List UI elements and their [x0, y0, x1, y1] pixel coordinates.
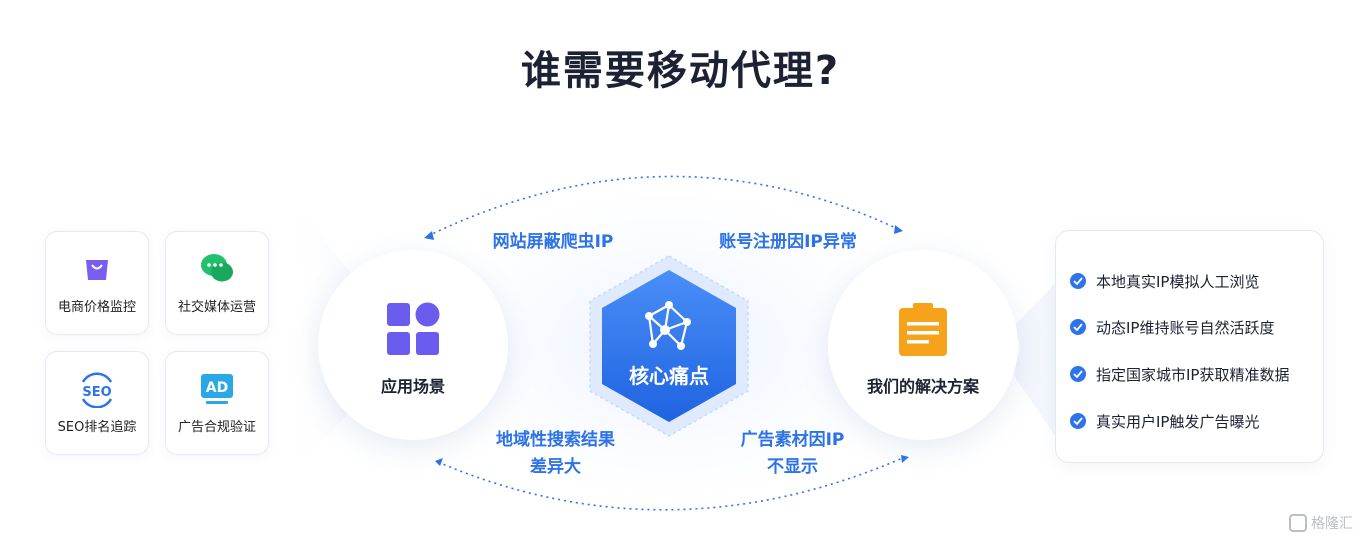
watermark-text: 格隆汇 [1311, 516, 1353, 532]
scenario-label: SEO排名追踪 [57, 420, 137, 435]
app-grid-icon [387, 302, 440, 355]
core-label: 核心痛点 [629, 364, 709, 388]
ad-icon: AD [201, 374, 233, 404]
solution-text: 动态IP维持账号自然活跃度 [1096, 318, 1275, 337]
pain-point-crawler-blocked: 网站屏蔽爬虫IP [492, 232, 614, 252]
scenario-card-seo[interactable]: SEO SEO排名追踪 [45, 351, 149, 455]
scenario-label: 广告合规验证 [177, 420, 256, 435]
scenario-label: 社交媒体运营 [177, 300, 256, 315]
watermark-logo-icon [1289, 514, 1307, 532]
hub-label: 我们的解决方案 [866, 377, 979, 396]
shopping-bag-icon [86, 260, 108, 280]
check-circle-icon [1070, 413, 1086, 429]
solution-text: 指定国家城市IP获取精准数据 [1096, 365, 1290, 384]
check-circle-icon [1070, 273, 1086, 289]
core-pain-hexagon[interactable]: 核心痛点 [588, 254, 750, 438]
pain-point-geo-search: 地域性搜索结果 差异大 [478, 427, 633, 481]
our-solutions-hub[interactable]: 我们的解决方案 [828, 250, 1018, 440]
ad-icon-text: AD [206, 380, 228, 396]
seo-icon-text: SEO [82, 385, 111, 400]
solution-item: 指定国家城市IP获取精准数据 [1070, 362, 1289, 386]
check-circle-icon [1070, 366, 1086, 382]
solution-text: 真实用户IP触发广告曝光 [1096, 412, 1260, 431]
clipboard-list-icon [899, 303, 947, 356]
network-nodes-icon [645, 301, 691, 350]
watermark: 格隆汇 [1289, 513, 1353, 533]
pain-point-ad-not-shown: 广告素材因IP 不显示 [720, 427, 865, 481]
scenario-card-social[interactable]: 社交媒体运营 [165, 231, 269, 335]
solution-text: 本地真实IP模拟人工浏览 [1096, 272, 1260, 291]
pain-point-line: 广告素材因IP [740, 430, 845, 450]
scenario-label: 电商价格监控 [57, 300, 136, 315]
pain-point-line: 差异大 [530, 457, 581, 477]
hexagon-shape [589, 255, 749, 437]
seo-icon: SEO [81, 372, 113, 408]
pain-point-line: 不显示 [767, 457, 818, 477]
hub-label: 应用场景 [380, 377, 445, 396]
application-scenarios-hub[interactable]: 应用场景 [318, 250, 508, 440]
page-title: 谁需要移动代理? [520, 48, 841, 94]
scenario-card-ecommerce[interactable]: 电商价格监控 [45, 231, 149, 335]
solutions-panel: 本地真实IP模拟人工浏览 动态IP维持账号自然活跃度 指定国家城市IP获取精准数… [1055, 230, 1324, 463]
solution-item: 真实用户IP触发广告曝光 [1070, 409, 1259, 433]
solution-item: 动态IP维持账号自然活跃度 [1070, 315, 1274, 339]
solution-item: 本地真实IP模拟人工浏览 [1070, 269, 1259, 293]
pain-point-line: 地域性搜索结果 [496, 430, 615, 450]
scenario-card-ad[interactable]: AD 广告合规验证 [165, 351, 269, 455]
wechat-chat-icon [201, 254, 233, 282]
pain-point-account-ip-abnormal: 账号注册因IP异常 [719, 232, 857, 252]
check-circle-icon [1070, 319, 1086, 335]
